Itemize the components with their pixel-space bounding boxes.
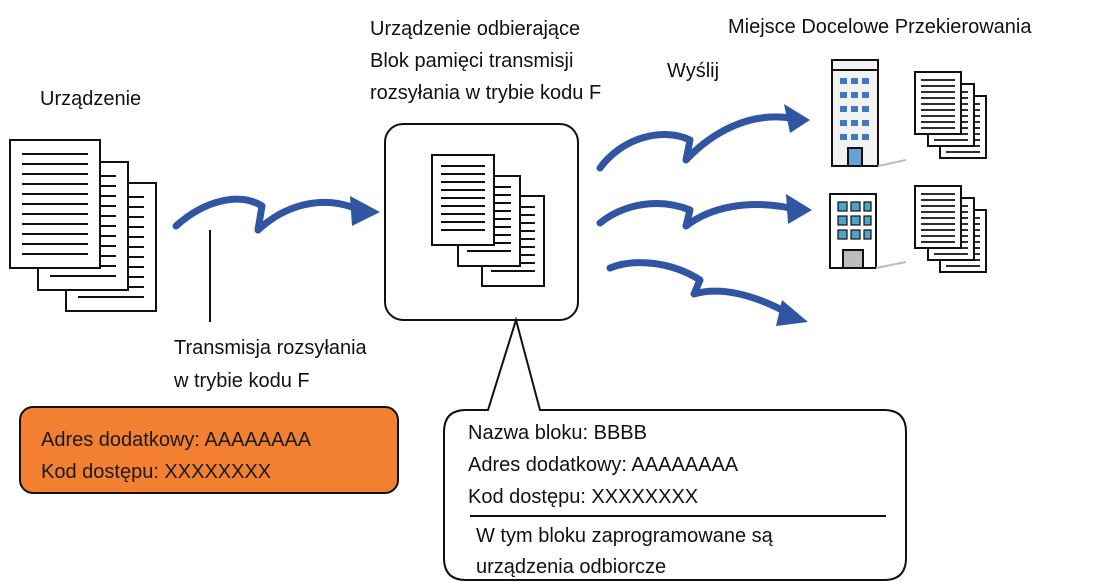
block-note-2: urządzenia odbiorcze — [476, 556, 667, 578]
destination-documents-icon-2 — [914, 185, 987, 273]
sender-passcode: Kod dostępu: XXXXXXXX — [41, 461, 272, 483]
broadcast-label-2: w trybie kodu F — [174, 370, 310, 392]
block-note: W tym bloku zaprogramowane są — [476, 525, 773, 547]
block-passcode: Kod dostępu: XXXXXXXX — [468, 486, 699, 508]
sender-info-box: Adres dodatkowy: AAAAAAAA Kod dostępu: X… — [19, 406, 399, 494]
transmission-arrow — [172, 195, 380, 234]
sender-sub-address: Adres dodatkowy: AAAAAAAA — [41, 429, 312, 451]
destination-documents-icon-1 — [914, 71, 987, 159]
forward-arrow-1 — [596, 104, 810, 172]
memory-box-label: Blok pamięci transmisji — [370, 50, 574, 72]
stored-documents-icon — [431, 154, 545, 287]
building-short-icon — [829, 193, 907, 269]
sender-documents-icon — [9, 139, 157, 312]
building-tall-icon — [831, 59, 907, 167]
sender-device-label: Urządzenie — [40, 88, 142, 110]
broadcast-label: Transmisja rozsyłania — [174, 337, 367, 359]
memory-box-label-2: rozsyłania w trybie kodu F — [370, 82, 602, 104]
block-name: Nazwa bloku: BBBB — [468, 422, 647, 444]
send-label: Wyślij — [667, 60, 720, 82]
receiving-device-label: Urządzenie odbierające — [370, 18, 581, 40]
block-sub-address: Adres dodatkowy: AAAAAAAA — [468, 454, 739, 476]
forward-arrow-2 — [596, 194, 812, 230]
forward-destination-label: Miejsce Docelowe Przekierowania — [728, 16, 1032, 38]
forward-arrow-3 — [606, 259, 808, 326]
